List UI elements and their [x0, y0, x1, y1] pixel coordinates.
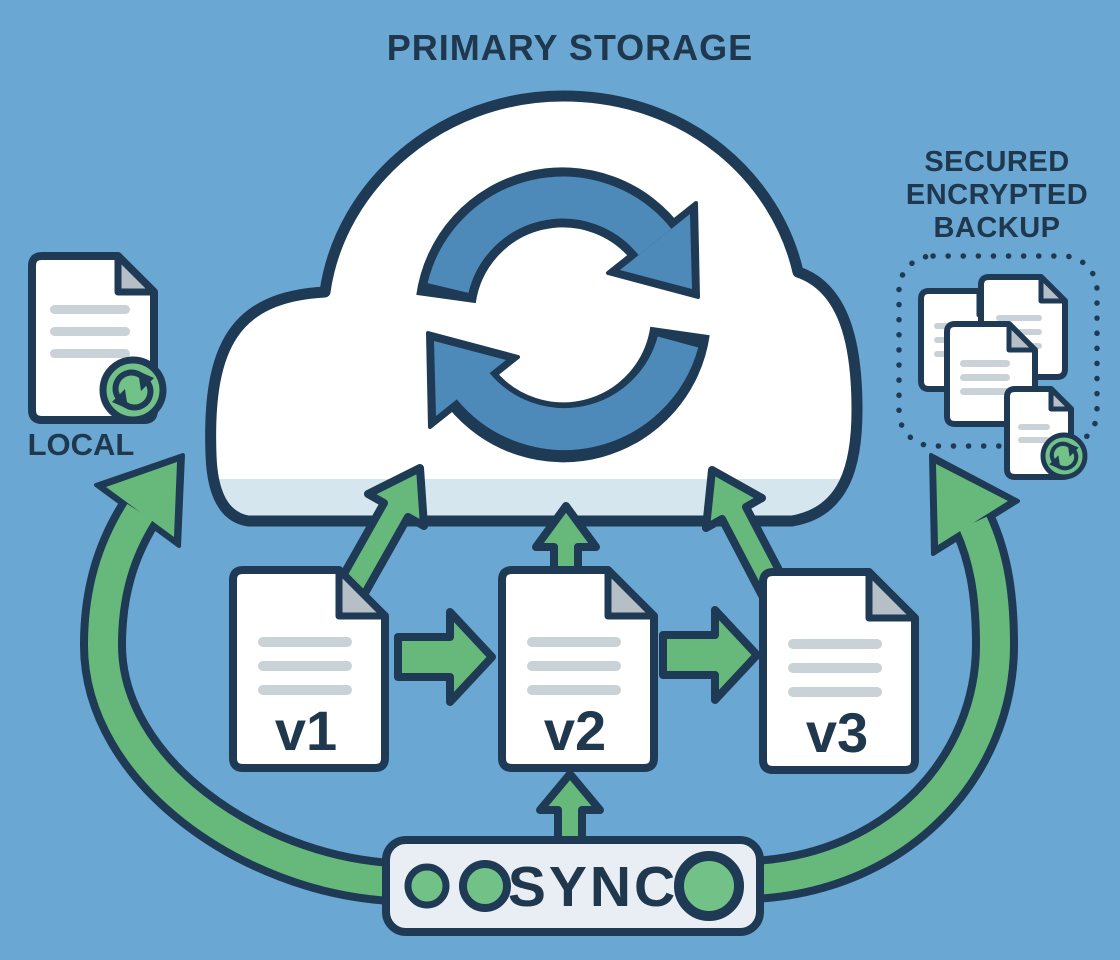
version-document-v2: v2 [498, 566, 658, 772]
doc-text-line [50, 305, 130, 314]
doc-text-line [1018, 437, 1050, 443]
doc-text-line [258, 685, 352, 695]
doc-text-line [527, 685, 621, 695]
version-document-v1: v1 [229, 566, 389, 772]
doc-text-line [527, 637, 621, 647]
sync-arc-top [427, 176, 672, 294]
doc-text-line [1018, 424, 1050, 430]
local-label: LOCAL [28, 427, 135, 462]
cloud-shadow-band [210, 479, 857, 521]
primary-storage-label: PRIMARY STORAGE [387, 27, 753, 68]
cloud-sync-icon [416, 167, 710, 463]
arrowhead [936, 464, 1008, 545]
arrowhead [106, 462, 177, 537]
sync-indicator-dot-2 [459, 860, 511, 912]
version-label: v2 [544, 699, 606, 762]
sync-indicator-dot-1 [404, 863, 450, 909]
arrow-v1-to-v2 [394, 608, 496, 706]
doc-fold [865, 568, 919, 622]
local-sync-badge-icon [103, 360, 163, 420]
curved-arrow-sync-to-cloud-left [79, 453, 394, 905]
doc-text-line [50, 349, 130, 358]
arrowhead [434, 341, 506, 416]
version-document-v3: v3 [759, 568, 919, 774]
secured-backup-label-line3: BACKUP [933, 212, 1060, 244]
sync-label: SYNC [508, 855, 678, 919]
doc-text-line [50, 327, 130, 336]
cloud-outline [205, 90, 863, 527]
secured-backup-label-line1: SECURED [924, 146, 1069, 178]
doc-fold [1038, 274, 1068, 304]
arrow-v1-to-cloud [332, 464, 428, 606]
version-label: v3 [806, 701, 868, 764]
doc-text-line [788, 639, 882, 649]
secured-backup-label-line2: ENCRYPTED [906, 179, 1088, 211]
doc-text-line [788, 687, 882, 697]
doc-fold [1048, 386, 1074, 412]
backup-documents-icon [918, 274, 1074, 480]
backup-boundary-dotted-border [896, 253, 1100, 449]
arrow-v2-to-v3 [659, 606, 761, 704]
doc-text-line [996, 315, 1042, 321]
arrow-shaft [87, 503, 393, 897]
doc-text-line [960, 374, 1010, 381]
backup-sync-badge-icon [1043, 435, 1085, 477]
doc-text-line [258, 637, 352, 647]
doc-fold [114, 252, 158, 296]
doc-text-line [788, 663, 882, 673]
sync-bar: SYNC [382, 836, 764, 936]
arrowhead [620, 214, 692, 289]
sync-arc-bottom [456, 335, 699, 451]
doc-text-line [258, 661, 352, 671]
doc-text-line [960, 360, 1010, 367]
secured-backup-label: SECURED ENCRYPTED BACKUP [906, 146, 1088, 244]
doc-fold [1006, 321, 1038, 353]
arrow-shaft [753, 516, 1011, 895]
doc-text-line [960, 388, 1010, 395]
sync-power-circle [674, 851, 744, 921]
curved-arrow-sync-to-cloud-right [752, 453, 1020, 903]
doc-fold [604, 566, 658, 620]
doc-fold [335, 566, 389, 620]
doc-text-line [527, 661, 621, 671]
version-label: v1 [275, 699, 337, 762]
